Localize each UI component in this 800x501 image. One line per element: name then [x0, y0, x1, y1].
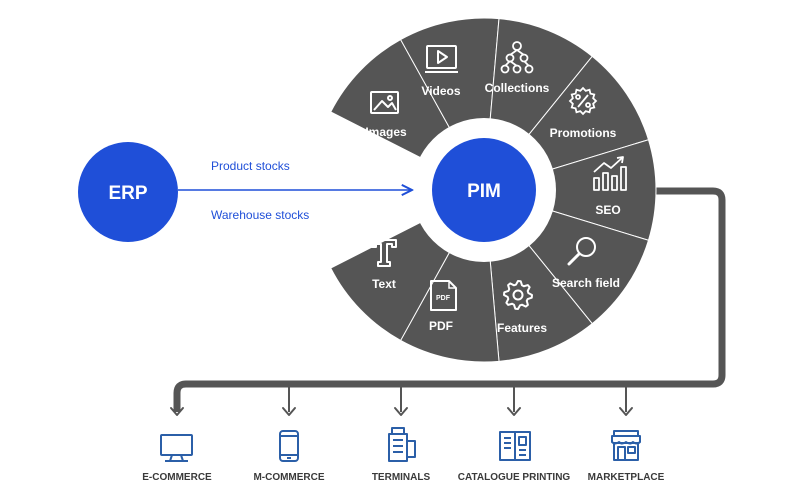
erp-circle: [78, 142, 178, 242]
arrow-down-icon: [170, 407, 184, 416]
segment-label-collections: Collections: [485, 81, 550, 95]
channel-catalogue-printing: CATALOGUE PRINTING: [458, 431, 571, 483]
video-icon: [425, 45, 458, 73]
arrow-down-icon: [619, 407, 633, 416]
channel-label-marketplace: MARKETPLACE: [588, 472, 665, 483]
segment-label-promotions: Promotions: [550, 126, 617, 140]
channel-marketplace: MARKETPLACE: [588, 430, 665, 483]
arrow-down-icon: [282, 407, 296, 416]
segment-promotions: Promotions: [550, 86, 617, 140]
channel-e-commerce: E-COMMERCE: [142, 434, 212, 483]
segment-search-field: Search field: [552, 237, 620, 290]
terminal-icon: [388, 427, 416, 462]
percent-badge-icon: [568, 86, 598, 116]
text-t-icon: [371, 239, 397, 267]
segment-text: Text: [371, 239, 397, 291]
arrow-down-icon: [507, 407, 521, 416]
segment-collections: Collections: [485, 41, 550, 95]
erp-label: ERP: [108, 183, 147, 204]
hierarchy-icon: [500, 41, 534, 74]
channel-label-terminals: TERMINALS: [372, 472, 431, 483]
arrow-down-icon: [394, 407, 408, 416]
pim-label: PIM: [467, 181, 501, 202]
segment-pdf: PDF PDF: [429, 280, 457, 333]
catalogue-icon: [499, 431, 531, 461]
gear-icon: [503, 280, 533, 310]
store-icon: [611, 430, 641, 461]
segment-label-videos: Videos: [421, 84, 460, 98]
image-icon: [370, 91, 399, 114]
monitor-icon: [160, 434, 193, 462]
channel-terminals: TERMINALS: [372, 427, 431, 483]
channel-label-catalogue-printing: CATALOGUE PRINTING: [458, 472, 571, 483]
segment-label-search-field: Search field: [552, 276, 620, 290]
magnifier-icon: [567, 237, 596, 266]
segment-label-seo: SEO: [595, 203, 620, 217]
segment-label-images: Images: [365, 125, 407, 139]
segment-label-features: Features: [497, 321, 547, 335]
smartphone-icon: [279, 430, 299, 462]
distribution-connector: [170, 187, 726, 416]
segment-features: Features: [497, 280, 547, 335]
segment-seo: SEO: [593, 156, 627, 217]
segment-label-text: Text: [372, 277, 396, 291]
channel-label-m-commerce: M-COMMERCE: [253, 472, 324, 483]
svg-text:PDF: PDF: [436, 295, 451, 302]
product-stocks-label: Product stocks: [211, 159, 290, 173]
segment-label-pdf: PDF: [429, 319, 453, 333]
warehouse-stocks-label: Warehouse stocks: [211, 208, 309, 222]
channel-m-commerce: M-COMMERCE: [253, 430, 325, 483]
growth-chart-icon: [593, 156, 627, 191]
pdf-file-icon: PDF: [430, 280, 457, 311]
segment-videos: Videos: [421, 45, 461, 98]
channel-label-e-commerce: E-COMMERCE: [142, 472, 212, 483]
pim-circle: [432, 138, 536, 242]
segment-images: Images: [365, 91, 407, 139]
